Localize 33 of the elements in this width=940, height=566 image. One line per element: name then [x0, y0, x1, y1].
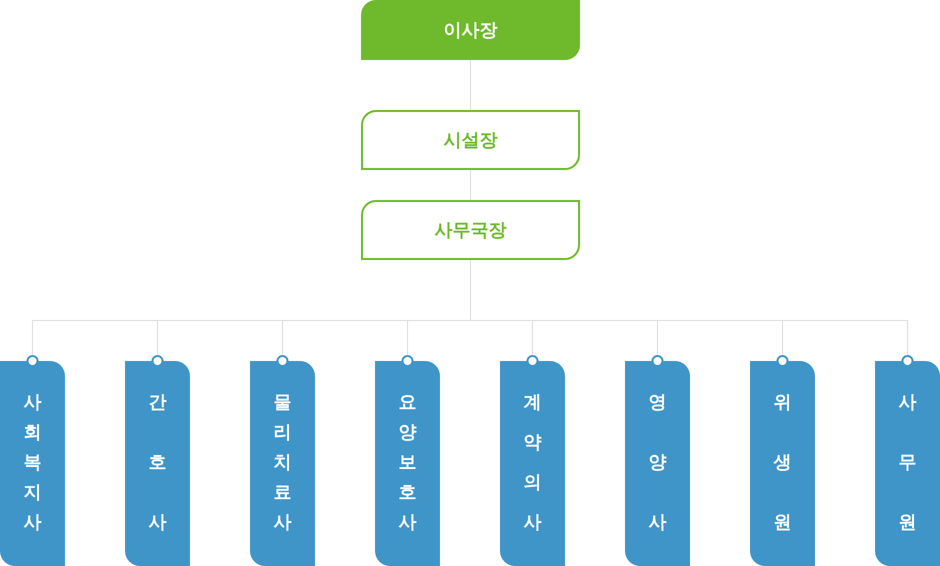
connector-line: [157, 320, 158, 355]
staff-tab: [0, 361, 65, 566]
position-title: 사무국장: [434, 219, 506, 242]
connector-line: [782, 320, 783, 355]
chairman-box: [361, 0, 580, 60]
staff-tab: [250, 361, 315, 566]
staff-tab: [750, 361, 815, 566]
connector-line: [470, 170, 471, 200]
staff-title: 간호사: [148, 391, 166, 535]
position-title: 이사장: [444, 19, 498, 42]
staff-title: 영양사: [648, 391, 666, 535]
position-box: [361, 110, 580, 170]
staff-title: 위생원: [774, 391, 792, 535]
connector-line: [32, 320, 33, 355]
connector-line: [657, 320, 658, 355]
staff-title: 사무원: [898, 391, 916, 535]
staff-title: 계약의사: [524, 391, 542, 535]
connector-line: [532, 320, 533, 355]
staff-title: 요양보호사: [398, 391, 416, 535]
position-box: [361, 200, 580, 260]
position-title: 시설장: [444, 129, 498, 152]
connector-line: [907, 320, 908, 355]
connector-line: [407, 320, 408, 355]
staff-tab: [500, 361, 565, 566]
staff-tab: [375, 361, 440, 566]
staff-tab: [125, 361, 190, 566]
staff-tab: [625, 361, 690, 566]
staff-title: 물리치료사: [274, 391, 292, 535]
connector-line: [470, 60, 471, 110]
connector-line: [32, 260, 908, 321]
staff-title: 사회복지사: [24, 391, 42, 535]
connector-line: [282, 320, 283, 355]
staff-tab: [875, 361, 940, 566]
